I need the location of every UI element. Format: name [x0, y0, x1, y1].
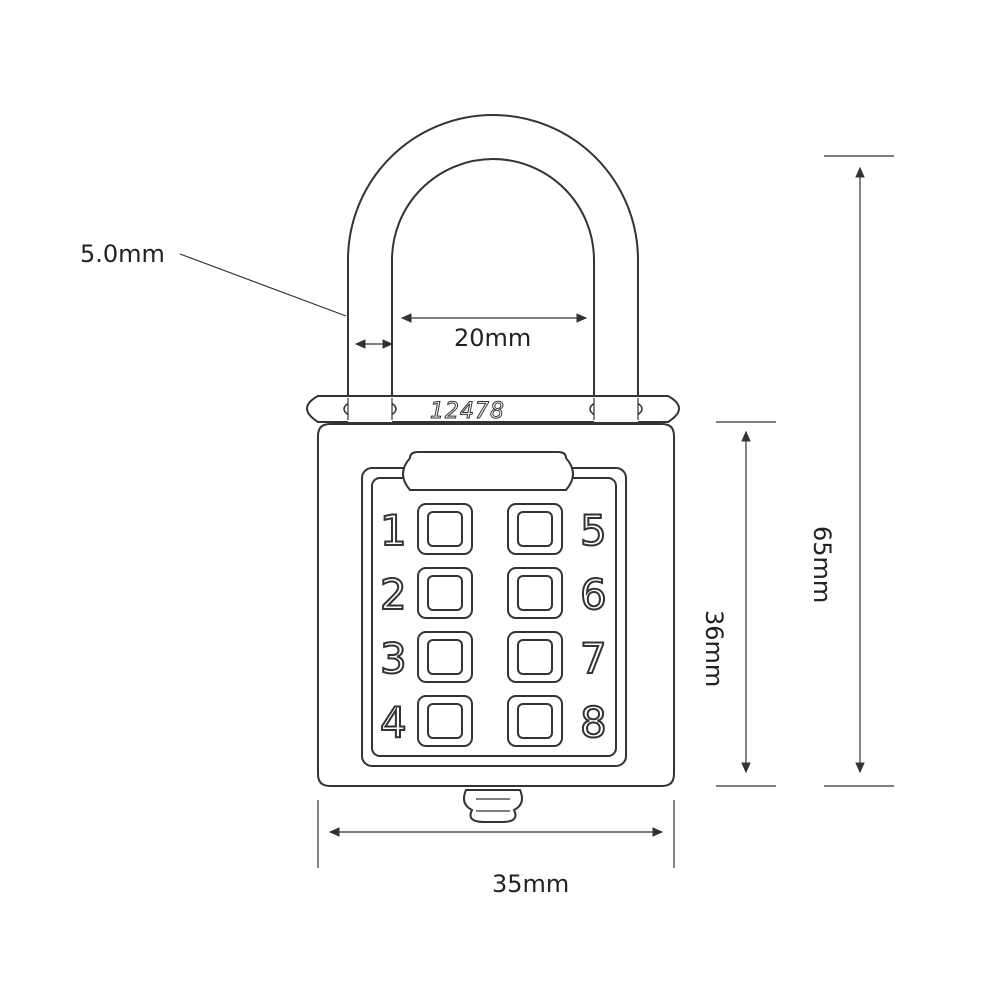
- key-4-button[interactable]: [417, 695, 473, 747]
- shackle: [347, 114, 639, 409]
- shackle-diameter-dimension: 5.0mm: [80, 240, 394, 349]
- body-height-dimension: 36mm: [700, 421, 776, 787]
- key-5-button[interactable]: [507, 503, 563, 555]
- shackle-inner-width-dimension: 20mm: [400, 313, 588, 352]
- key-label-5: 5: [580, 506, 607, 555]
- key-label-4: 4: [380, 698, 407, 747]
- button-grid: [417, 503, 563, 747]
- body-height-label: 36mm: [700, 610, 728, 687]
- body-width-label: 35mm: [492, 870, 569, 898]
- key-label-3: 3: [380, 634, 407, 683]
- key-6-button[interactable]: [507, 567, 563, 619]
- key-8-button[interactable]: [507, 695, 563, 747]
- code-collar: 12478: [306, 395, 680, 425]
- shackle-diameter-label: 5.0mm: [80, 240, 165, 268]
- key-label-2: 2: [380, 570, 407, 619]
- key-label-6: 6: [580, 570, 607, 619]
- key-1-button[interactable]: [417, 503, 473, 555]
- key-label-8: 8: [580, 698, 607, 747]
- total-height-dimension: 65mm: [808, 155, 894, 787]
- key-label-7: 7: [580, 634, 607, 683]
- key-label-1: 1: [380, 506, 407, 555]
- body-width-dimension: 35mm: [317, 800, 675, 898]
- shackle-inner-width-label: 20mm: [454, 324, 531, 352]
- key-2-button[interactable]: [417, 567, 473, 619]
- total-height-label: 65mm: [808, 526, 836, 603]
- key-7-button[interactable]: [507, 631, 563, 683]
- reset-knob: [463, 789, 523, 823]
- lock-body: 1 2 3 4 5 6 7 8: [317, 423, 675, 787]
- key-3-button[interactable]: [417, 631, 473, 683]
- lock-code: 12478: [430, 399, 505, 424]
